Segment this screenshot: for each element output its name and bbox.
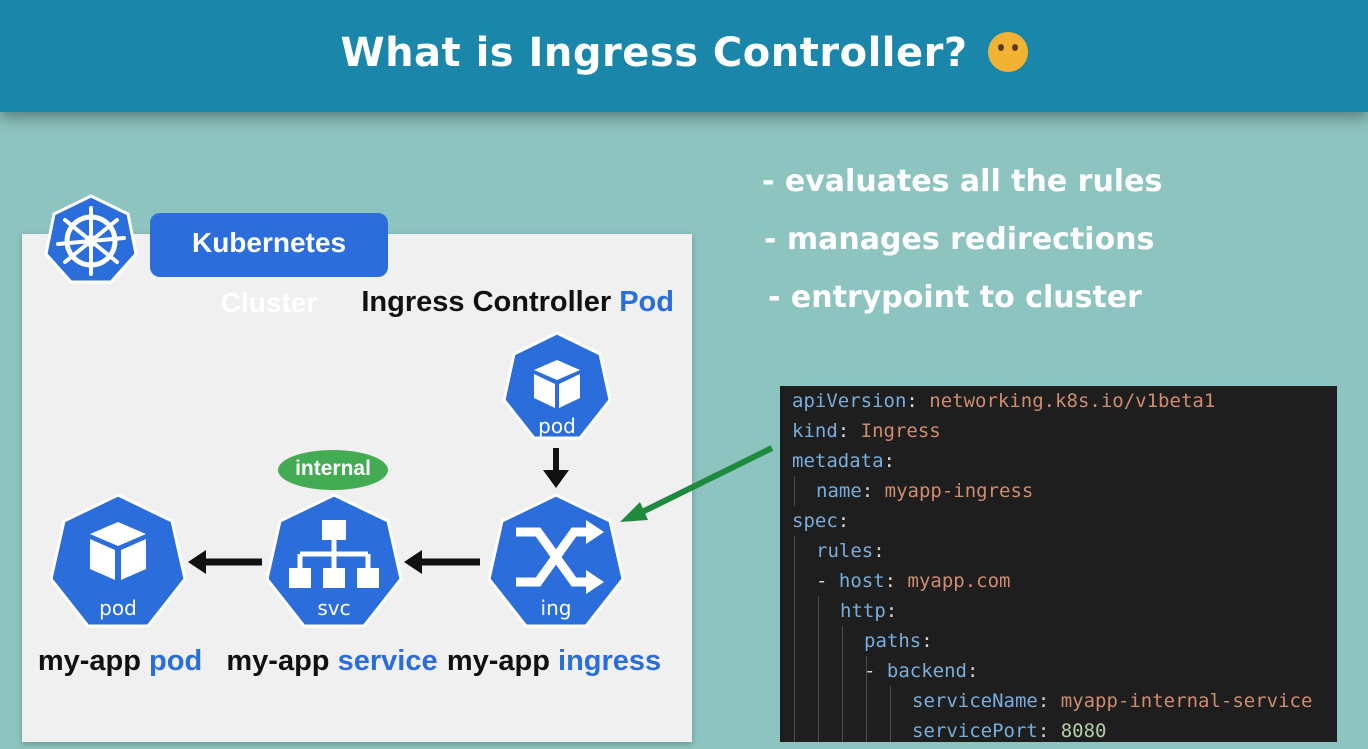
cluster-panel [22,234,692,742]
yaml-line-rules: rules: [816,540,885,562]
yaml-line-backend: - backend: [864,660,979,682]
kubernetes-helm-icon [44,194,138,284]
header-bar: What is Ingress Controller? [0,0,1368,112]
arrow-yaml-to-ingress [620,445,774,522]
service-node-label: svc [317,596,351,620]
controller-pod-label: pod [538,414,576,438]
yaml-line-host: - host: myapp.com [816,570,1011,592]
controller-pod-node: pod [500,330,614,444]
ingress-shuffle-icon [487,493,625,628]
pod-caption: my-app pod [10,645,230,678]
service-caption-prefix: my-app [226,645,330,677]
yaml-line-http: http: [840,600,898,622]
ingress-node-label: ing [540,596,572,620]
bullet-evaluates-rules: - evaluates all the rules [762,164,1163,199]
yaml-line-paths: paths: [864,630,933,652]
arrow-ingress-to-service [404,550,480,574]
internal-badge: internal [278,450,388,490]
ingress-node: ing [486,492,626,632]
ingress-controller-pod-title: Ingress Controller Pod [300,286,674,319]
yaml-line-name: name: myapp-ingress [816,480,1034,502]
yaml-line-metadata: metadata: [792,450,895,472]
ingress-yaml-editor: apiVersion: networking.k8s.io/v1beta1 ki… [780,386,1337,742]
controller-title-prefix: Ingress Controller [361,286,612,318]
indent-guide [818,596,819,742]
ingress-caption: my-app ingress [444,645,664,678]
service-node: svc [264,492,404,632]
indent-guide [794,476,795,506]
app-pod-node: pod [48,492,188,632]
ingress-caption-prefix: my-app [446,645,550,677]
indent-guide [866,656,867,742]
kubernetes-cluster-label: Kubernetes Cluster [150,213,388,318]
page-title: What is Ingress Controller? [0,30,1368,76]
yaml-line-servicename: serviceName: myapp-internal-service [912,690,1313,712]
ingress-caption-suffix: ingress [558,645,662,677]
arrow-service-to-pod [188,550,262,574]
yaml-line-kind: kind: Ingress [792,420,941,442]
pod-cube-icon [49,493,187,628]
yaml-line-serviceport: servicePort: 8080 [912,720,1107,742]
app-pod-label: pod [99,596,137,620]
indent-guide [890,686,891,742]
arrow-pod-to-ingress [543,448,569,488]
pod-cube-icon [502,331,612,440]
indent-guide [794,536,795,742]
bullet-entrypoint: - entrypoint to cluster [768,280,1142,315]
bullet-manages-redirections: - manages redirections [764,222,1155,257]
pod-caption-suffix: pod [149,645,203,677]
yaml-line-apiversion: apiVersion: networking.k8s.io/v1beta1 [792,390,1216,412]
service-caption-suffix: service [337,645,438,677]
service-hierarchy-icon [265,493,403,628]
title-text: What is Ingress Controller? [340,30,968,76]
pod-caption-prefix: my-app [37,645,141,677]
controller-title-suffix: Pod [619,286,674,318]
yaml-line-spec: spec: [792,510,850,532]
indent-guide [842,626,843,742]
thinking-face-icon [987,32,1028,72]
service-caption: my-app service [222,645,442,678]
